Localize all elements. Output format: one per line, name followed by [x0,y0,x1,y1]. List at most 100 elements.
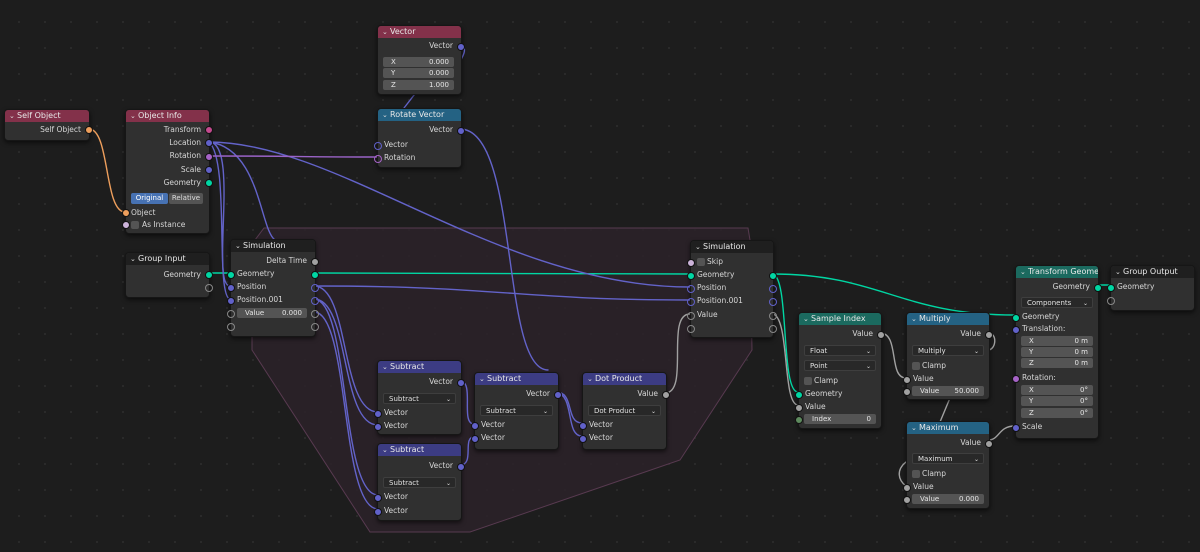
operation-dropdown[interactable]: Dot Product⌄ [588,405,661,416]
input-socket-value-2[interactable] [903,496,911,504]
output-socket-self-object[interactable] [85,126,93,134]
sample-index-node[interactable]: ⌄Sample Index Value Float⌄ Point⌄ Clamp … [795,312,885,429]
output-socket-geometry[interactable] [205,271,213,279]
output-socket-value[interactable] [662,391,670,399]
multiply-node[interactable]: ⌄Multiply Value Multiply⌄ Clamp Value Va… [903,312,993,400]
output-socket-position-001[interactable] [311,297,319,305]
output-socket-empty[interactable] [205,284,213,292]
simulation-output-node[interactable]: ⌄Simulation Skip Geometry Position Posit… [687,240,777,338]
maximum-node[interactable]: ⌄Maximum Value Maximum⌄ Clamp Value Valu… [903,421,993,509]
input-socket-position[interactable] [687,285,695,293]
input-socket-geometry[interactable] [1012,314,1020,322]
input-socket-vector[interactable] [374,142,382,150]
output-socket-geometry[interactable] [205,179,213,187]
input-socket-geometry[interactable] [227,271,235,279]
input-socket-empty[interactable] [227,323,235,331]
input-socket-vector-a[interactable] [579,422,587,430]
clamp-checkbox[interactable] [804,377,812,385]
mode-original-button[interactable]: Original [131,193,168,204]
input-socket-geometry[interactable] [1107,284,1115,292]
input-socket-geometry[interactable] [687,272,695,280]
output-socket-vector[interactable] [457,379,465,387]
input-socket-value[interactable] [795,404,803,412]
output-socket-geometry[interactable] [1094,284,1102,292]
chevron-down-icon[interactable]: ⌄ [382,446,388,454]
input-socket-object[interactable] [122,209,130,217]
simulation-input-node[interactable]: ⌄Simulation Delta Time Geometry Position… [227,239,319,337]
skip-checkbox[interactable] [697,258,705,266]
input-socket-vector-b[interactable] [579,435,587,443]
chevron-down-icon[interactable]: ⌄ [803,315,809,323]
mode-relative-button[interactable]: Relative [169,193,203,204]
input-socket-vector-a[interactable] [374,494,382,502]
output-socket-scale[interactable] [205,166,213,174]
transform-geometry-node[interactable]: ⌄Transform Geometry Geometry Components⌄… [1012,265,1102,439]
chevron-down-icon[interactable]: ⌄ [235,242,241,250]
input-socket-rotation[interactable] [1012,375,1020,383]
output-socket-value[interactable] [985,331,993,339]
input-socket-geometry[interactable] [795,391,803,399]
output-socket-value[interactable] [877,331,885,339]
input-socket-value[interactable] [903,376,911,384]
group-output-node[interactable]: ⌄Group Output Geometry [1107,265,1195,311]
mode-dropdown[interactable]: Components⌄ [1021,297,1093,308]
dot-product-node[interactable]: ⌄Dot Product Value Dot Product⌄ Vector V… [579,372,670,450]
chevron-down-icon[interactable]: ⌄ [382,28,388,36]
chevron-down-icon[interactable]: ⌄ [695,243,701,251]
subtract-node-1[interactable]: ⌄Subtract Vector Subtract⌄ Vector Vector [374,360,465,435]
input-socket-position[interactable] [227,284,235,292]
input-socket-position-001[interactable] [227,297,235,305]
output-socket-position-001[interactable] [769,298,777,306]
input-socket-vector-b[interactable] [374,508,382,516]
input-socket-as-instance[interactable] [122,221,130,229]
input-socket-value[interactable] [227,310,235,318]
group-input-node[interactable]: ⌄Group Input Geometry [125,252,213,298]
chevron-down-icon[interactable]: ⌄ [911,315,917,323]
chevron-down-icon[interactable]: ⌄ [479,375,485,383]
input-socket-rotation[interactable] [374,155,382,163]
operation-dropdown[interactable]: Subtract⌄ [383,477,456,488]
output-socket-empty[interactable] [769,325,777,333]
operation-dropdown[interactable]: Subtract⌄ [480,405,553,416]
chevron-down-icon[interactable]: ⌄ [911,424,917,432]
output-socket-geometry[interactable] [311,271,319,279]
input-socket-vector-b[interactable] [471,435,479,443]
output-socket-value[interactable] [311,310,319,318]
chevron-down-icon[interactable]: ⌄ [1115,268,1121,276]
output-socket-rotation[interactable] [205,153,213,161]
input-socket-vector-a[interactable] [374,410,382,418]
object-info-node[interactable]: ⌄Object Info Transform Location Rotation… [122,109,213,234]
self-object-node[interactable]: ⌄Self Object Self Object [4,109,93,141]
chevron-down-icon[interactable]: ⌄ [587,375,593,383]
output-socket-delta-time[interactable] [311,258,319,266]
input-socket-vector-a[interactable] [471,422,479,430]
input-socket-value[interactable] [687,312,695,320]
input-socket-empty[interactable] [687,325,695,333]
data-type-dropdown[interactable]: Float⌄ [804,345,876,356]
subtract-node-3[interactable]: ⌄Subtract Vector Subtract⌄ Vector Vector [471,372,562,450]
output-socket-value[interactable] [769,312,777,320]
output-socket-position[interactable] [311,284,319,292]
chevron-down-icon[interactable]: ⌄ [130,255,136,263]
output-socket-position[interactable] [769,285,777,293]
operation-dropdown[interactable]: Subtract⌄ [383,393,456,404]
output-socket-vector[interactable] [554,391,562,399]
output-socket-geometry[interactable] [769,272,777,280]
chevron-down-icon[interactable]: ⌄ [9,112,15,120]
output-socket-vector[interactable] [457,463,465,471]
output-socket-vector[interactable] [457,43,465,51]
operation-dropdown[interactable]: Multiply⌄ [912,345,984,356]
domain-dropdown[interactable]: Point⌄ [804,360,876,371]
chevron-down-icon[interactable]: ⌄ [1020,268,1026,276]
